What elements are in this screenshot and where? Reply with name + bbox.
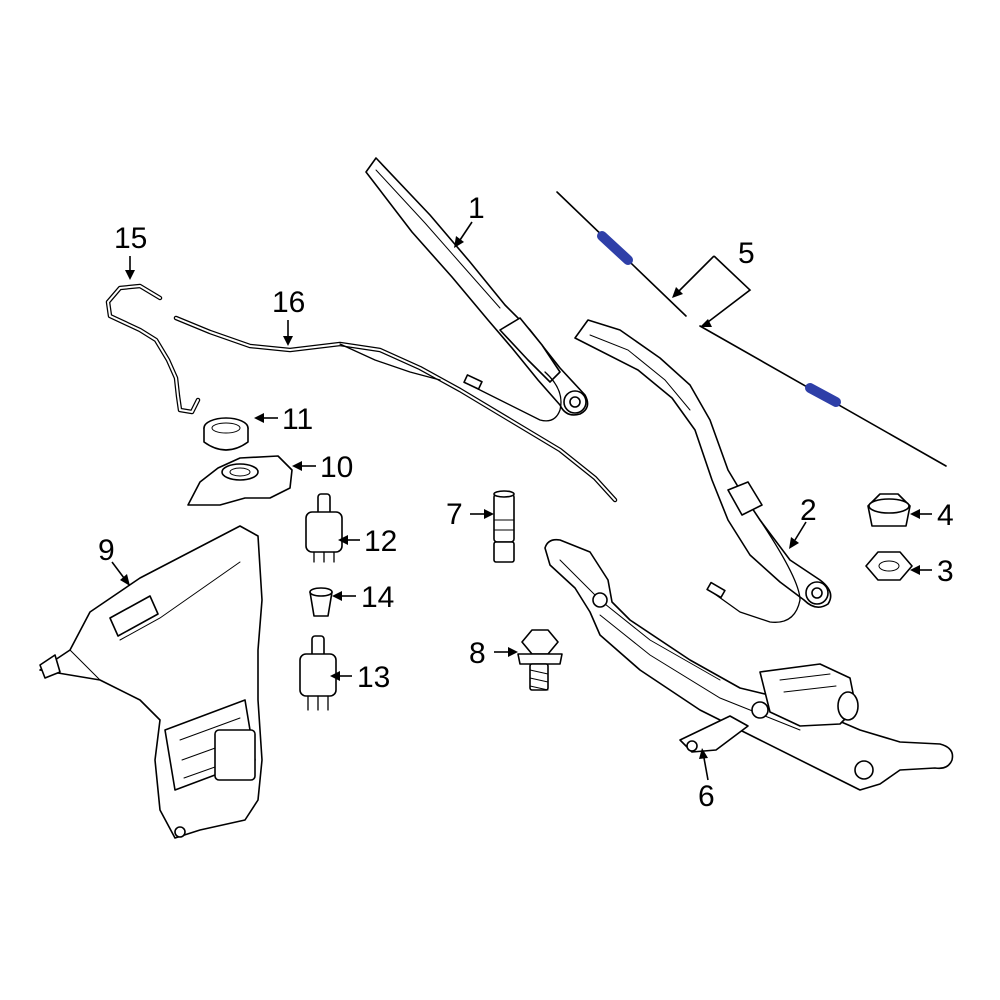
callout-16: 16 (272, 286, 305, 319)
callout-12: 12 (364, 525, 397, 558)
callout-3: 3 (937, 555, 954, 588)
callout-14: 14 (361, 581, 394, 614)
callout-15: 15 (114, 222, 147, 255)
washer-pump-lower[interactable] (299, 635, 337, 711)
callout-8: 8 (469, 637, 486, 670)
washer-pump-upper[interactable] (305, 493, 343, 563)
pump-grommet[interactable] (309, 587, 333, 617)
washer-filler-neck[interactable] (187, 455, 293, 506)
pivot-stud[interactable] (493, 490, 515, 563)
callout-6: 6 (698, 780, 715, 813)
callout-11: 11 (282, 403, 313, 436)
wiper-linkage-motor[interactable] (544, 538, 954, 791)
wiper-arm-right[interactable] (574, 319, 832, 623)
callout-2: 2 (800, 494, 817, 527)
callout-13: 13 (357, 661, 390, 694)
callout-9: 9 (98, 534, 115, 567)
callout-7: 7 (446, 498, 463, 531)
leader-lines (111, 221, 932, 781)
wiper-arm-left[interactable] (365, 157, 589, 422)
wiper-blades[interactable] (556, 191, 947, 467)
pivot-cap[interactable] (867, 493, 911, 527)
callout-numbers: 1 2 3 4 5 6 7 8 9 10 11 12 13 14 15 16 (98, 192, 954, 813)
washer-filler-cap[interactable] (203, 417, 249, 451)
callout-1: 1 (468, 192, 485, 225)
washer-hose-nozzle[interactable] (105, 283, 201, 415)
callout-10: 10 (320, 451, 353, 484)
washer-reservoir[interactable] (39, 525, 263, 839)
washer-hose[interactable] (173, 315, 618, 503)
pivot-nut[interactable] (865, 551, 913, 581)
mounting-bolt[interactable] (517, 629, 563, 691)
callout-5: 5 (738, 237, 755, 270)
callout-4: 4 (937, 499, 954, 532)
